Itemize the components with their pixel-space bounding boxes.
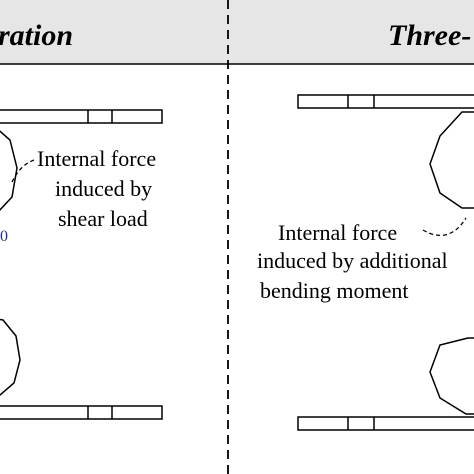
left-panel-header: ration	[0, 19, 73, 52]
left-top-plate	[0, 109, 163, 124]
left-annotation-line-2: induced by	[55, 176, 152, 201]
left-annotation-line-3: shear load	[58, 206, 148, 231]
left-partial-mark: 0	[0, 228, 8, 245]
header-band	[0, 0, 474, 64]
left-top-bolt-head	[0, 130, 18, 211]
right-annotation-line-2: induced by additional	[257, 248, 448, 273]
right-bottom-bolt-head	[429, 337, 474, 415]
right-top-plate	[297, 94, 474, 109]
right-leader-line	[422, 217, 467, 236]
left-leader-line	[11, 159, 35, 183]
right-annotation-line-3: bending moment	[260, 278, 408, 303]
right-panel-header: Three-	[388, 19, 471, 52]
right-top-bolt-head	[429, 111, 474, 209]
left-annotation-line-1: Internal force	[37, 146, 156, 171]
right-annotation-line-1: Internal force	[278, 220, 397, 245]
right-bottom-plate	[297, 416, 474, 431]
left-bottom-bolt-head	[0, 318, 21, 396]
left-bottom-plate	[0, 405, 163, 420]
